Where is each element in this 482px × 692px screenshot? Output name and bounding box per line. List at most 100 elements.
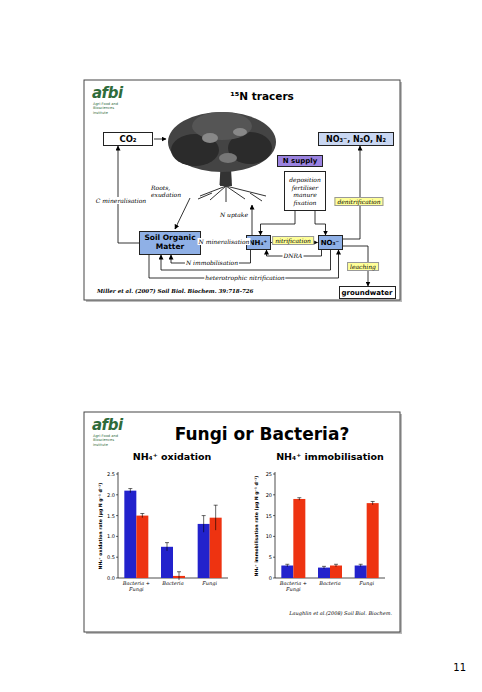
page-number: 11	[453, 662, 466, 673]
flux-box: NO₃⁻, N₂O, N₂	[318, 132, 394, 146]
logo-mark: afbi	[92, 84, 123, 102]
axis-tick: 10	[266, 533, 272, 539]
process-label: N uptake	[219, 211, 249, 218]
error-bar	[285, 564, 289, 565]
node-text: NO₃⁻, N₂O, N₂	[326, 135, 386, 144]
axis-tick-mark	[116, 536, 118, 537]
chart-heading: NH₄⁺ immobilisation	[276, 451, 384, 462]
error-bar	[130, 489, 131, 493]
logo-subtitle: Agri-Food and Biosciences Institute	[93, 102, 127, 115]
error-bar	[360, 564, 361, 566]
error-bar	[203, 516, 204, 533]
process-label: Roots, exudation	[150, 185, 188, 199]
error-bar	[128, 488, 132, 489]
flux-arrow	[118, 146, 139, 243]
data-bar	[293, 499, 305, 578]
error-bar	[215, 505, 216, 530]
node-text: deposition fertiliser manure fixation	[287, 176, 323, 206]
data-bar	[330, 566, 342, 578]
data-bar	[281, 566, 293, 578]
axis-tick-mark	[116, 578, 118, 579]
axis-line	[118, 472, 119, 578]
error-bar	[140, 513, 144, 514]
error-bar	[297, 497, 301, 498]
axis-tick: 5	[269, 554, 272, 560]
axis-tick-mark	[273, 557, 275, 558]
axis-title: NH₄⁺ oxidation rate (μg N g⁻¹ d⁻¹)	[98, 483, 103, 570]
error-bar	[371, 501, 375, 502]
chart-heading: NH₄⁺ oxidation	[133, 451, 212, 462]
category-label: Bacteria	[156, 581, 190, 587]
data-bar	[355, 566, 367, 578]
error-bar	[142, 514, 143, 518]
error-bar	[167, 543, 168, 551]
error-bar	[336, 564, 337, 566]
axis-tick-mark	[116, 494, 118, 495]
data-bar	[367, 503, 379, 578]
logo-subtitle: Agri-Food and Biosciences Institute	[93, 434, 127, 447]
axis-tick-mark	[273, 536, 275, 537]
error-bar	[202, 515, 206, 516]
data-bar	[136, 516, 148, 578]
axis-tick-mark	[116, 557, 118, 558]
category-label: Bacteria + Fungi	[119, 581, 153, 593]
axis-tick-mark	[116, 474, 118, 475]
process-label: denitrification	[334, 197, 383, 206]
axis-tick: 0.0	[107, 575, 115, 581]
flux-arrow	[261, 211, 296, 235]
data-bar	[161, 547, 173, 578]
error-bar	[324, 566, 325, 568]
category-label: Bacteria	[313, 581, 347, 587]
process-label: DNRA	[283, 252, 304, 259]
axis-tick-mark	[273, 578, 275, 579]
process-label: N immobilisation	[185, 259, 239, 266]
data-bar	[318, 568, 330, 578]
axis-tick: 15	[266, 513, 272, 519]
node-text: NO₃⁻	[321, 239, 340, 247]
axis-tick: 20	[266, 492, 272, 498]
error-bar	[165, 542, 169, 543]
sink-box: groundwater	[339, 286, 396, 299]
axis-tick-mark	[273, 474, 275, 475]
slide-frame	[84, 412, 400, 632]
axis-tick-mark	[273, 515, 275, 516]
error-bar	[287, 564, 288, 566]
error-bar	[372, 501, 373, 504]
supply-box: N supply	[277, 155, 323, 167]
axis-tick: 2.5	[107, 471, 115, 477]
axis-tick: 0.5	[107, 554, 115, 560]
category-label: Fungi	[193, 581, 227, 587]
pool-box: Soil Organic Matter	[139, 231, 201, 255]
error-bar	[214, 505, 218, 506]
error-bar	[177, 571, 181, 572]
process-label: C mineralisation	[95, 197, 147, 204]
flux-arrow	[343, 146, 361, 239]
category-label: Fungi	[350, 581, 384, 587]
axis-tick: 1.5	[107, 513, 115, 519]
flux-arrow	[315, 211, 326, 235]
node-text: groundwater	[342, 289, 393, 297]
axis-tick: 1.0	[107, 533, 115, 539]
error-bar	[179, 572, 180, 580]
axis-tick: 25	[266, 471, 272, 477]
logo-mark: afbi	[92, 416, 123, 434]
axis-tick-mark	[116, 515, 118, 516]
source-list-box: deposition fertiliser manure fixation	[284, 171, 326, 211]
flux-box: CO₂	[103, 132, 153, 146]
slide-title: ¹⁵N tracers	[230, 90, 294, 102]
category-label: Bacteria + Fungi	[276, 581, 310, 593]
axis-tick-mark	[273, 494, 275, 495]
process-label: leaching	[347, 262, 379, 271]
axis-line	[275, 472, 276, 578]
data-bar	[124, 491, 136, 578]
process-label: N mineralisation	[198, 238, 251, 245]
error-bar	[359, 564, 363, 565]
node-text: N supply	[283, 157, 317, 165]
node-text: CO₂	[119, 134, 136, 144]
process-label: heterotrophic nitrification	[204, 274, 285, 281]
node-text: NH₄⁺	[249, 239, 267, 247]
citation: Laughlin et al.(2008) Soil Biol. Biochem…	[289, 610, 392, 616]
error-bar	[334, 564, 338, 565]
